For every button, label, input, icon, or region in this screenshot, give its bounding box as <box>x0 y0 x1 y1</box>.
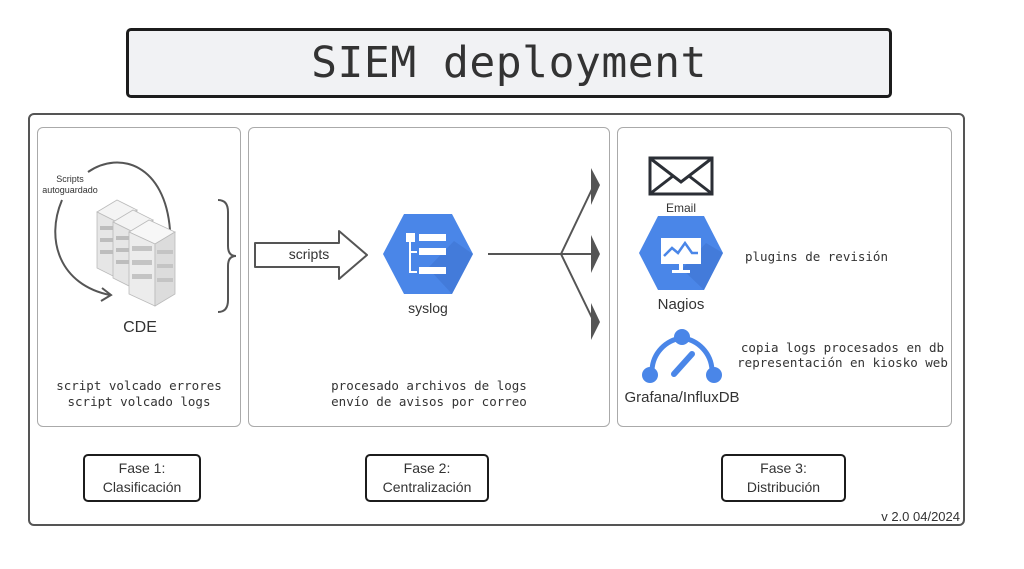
syslog-label: syslog <box>408 300 448 316</box>
phase-1-number: Fase 1: <box>118 460 166 476</box>
nagios-note: plugins de revisión <box>745 249 888 264</box>
phase-3-name: Distribución <box>746 479 821 495</box>
grafana-note-line1: copia logs procesados en db <box>740 340 945 355</box>
phase-2-number: Fase 2: <box>403 460 451 476</box>
phase-box-3: Fase 3: Distribución <box>721 454 846 502</box>
loop-label: Scripts autoguardado <box>40 174 100 196</box>
grafana-note-line2: representación en kiosko web <box>737 355 948 370</box>
diagram-title: SIEM deployment <box>311 38 707 88</box>
phase-2-name: Centralización <box>382 479 472 495</box>
curly-brace-icon <box>217 199 237 313</box>
nagios-label: Nagios <box>657 296 705 313</box>
phase-box-2: Fase 2: Centralización <box>365 454 489 502</box>
phase-1-name: Clasificación <box>102 479 182 495</box>
server-rack-icon <box>96 199 176 307</box>
arrow-label: scripts <box>288 246 330 262</box>
syslog-hexagon-icon <box>383 214 473 294</box>
monitor-hexagon-icon <box>639 216 723 290</box>
loop-label-line1: Scripts <box>56 174 84 184</box>
version-label: v 2.0 04/2024 <box>881 509 960 524</box>
phase2-description-line1: procesado archivos de logs <box>331 378 527 393</box>
title-box: SIEM deployment <box>126 28 892 98</box>
loop-label-line2: autoguardado <box>42 185 98 195</box>
gauge-icon <box>642 329 722 383</box>
envelope-icon <box>648 156 714 196</box>
phase1-description-line1: script volcado errores <box>56 378 222 393</box>
outer-frame <box>28 113 965 526</box>
phase1-description-line2: script volcado logs <box>67 394 211 409</box>
server-label: CDE <box>123 319 157 336</box>
phase2-description-line2: envío de avisos por correo <box>331 394 527 409</box>
grafana-label: Grafana/InfluxDB <box>624 389 740 406</box>
email-label: Email <box>665 201 696 215</box>
phase-box-1: Fase 1: Clasificación <box>83 454 201 502</box>
block-arrow-icon <box>254 230 368 280</box>
phase-3-number: Fase 3: <box>760 460 807 476</box>
